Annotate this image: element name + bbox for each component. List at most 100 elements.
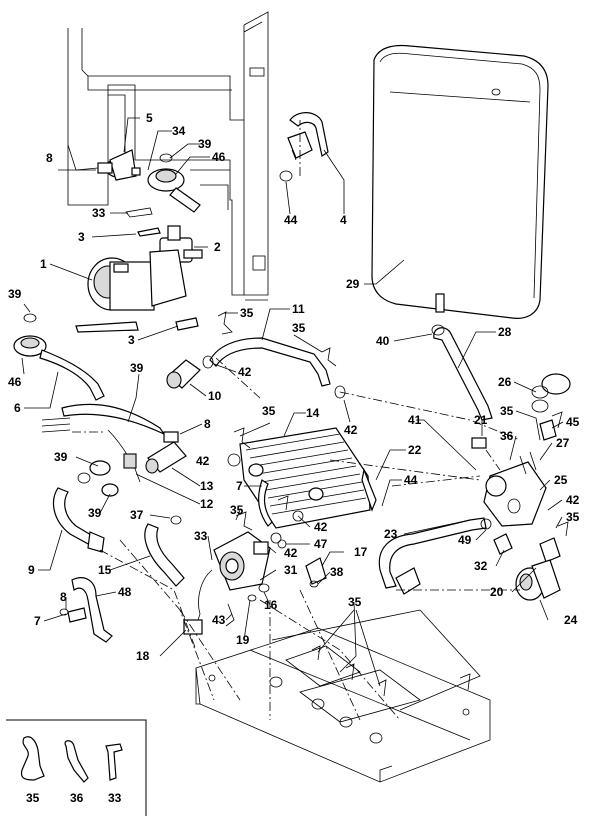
callout-46-top: 46 [212,150,226,164]
part-39-left-c [77,472,91,484]
callout-37: 37 [130,508,144,522]
pipe-48 [71,577,113,643]
pipe-4 [279,112,329,182]
clip-35-b [321,347,337,367]
callout-39-cable: 39 [130,361,144,375]
callout-42-d: 42 [314,520,328,534]
callout-11: 11 [292,302,305,316]
clip-36-legend-icon [64,740,89,783]
clip-legend: 35 36 33 [6,719,147,816]
callout-35-b: 35 [292,321,306,335]
part-26 [531,373,571,413]
part-39-left-a [89,460,111,476]
pipe-28 [433,327,493,421]
callout-2: 2 [214,240,221,254]
clip-35-exch-c [277,495,289,511]
legend-label-35: 35 [26,791,40,805]
part-46-lower [13,313,47,357]
callout-24: 24 [564,613,578,627]
callout-39-e: 39 [88,506,102,520]
callout-6: 6 [14,401,21,415]
callout-17: 17 [354,545,368,559]
clip-35-base-b [345,663,355,681]
oring-49 [480,518,492,530]
callout-35-base: 35 [348,595,362,609]
callout-42-a: 42 [238,365,252,379]
callout-14: 14 [306,406,320,420]
oring-42-right [334,385,346,399]
callout-39-left-top: 39 [8,287,22,301]
legend-label-36: 36 [70,791,84,805]
callout-12: 12 [200,497,214,511]
part-17 [305,557,327,585]
callout-22: 22 [408,443,422,457]
callout-35-d: 35 [230,503,244,517]
pipe-11 [209,337,331,387]
callout-8-low: 8 [60,590,67,604]
pipe-22 [361,467,377,512]
callout-labels: 5 34 39 46 8 33 3 2 1 39 46 6 3 35 11 35… [8,111,580,663]
callout-48: 48 [118,585,132,599]
clip-35-base-c [377,679,387,697]
part-32 [493,533,513,555]
part-13 [145,441,187,474]
callout-42-e: 42 [284,546,298,560]
callout-13: 13 [200,479,214,493]
callout-47: 47 [314,537,328,551]
callout-35-right: 35 [500,404,514,418]
callout-42-c: 42 [196,454,210,468]
part-12-connector [123,453,137,469]
callout-16: 16 [264,598,278,612]
part-1-pump [87,249,187,311]
callout-8-top: 8 [46,151,53,165]
callout-4: 4 [340,213,347,227]
clip-35-base-d [459,673,471,691]
oring-42-exch [227,453,241,467]
callout-10: 10 [208,389,222,403]
expansion-vessel-29 [371,44,549,319]
boiler-frame [67,11,269,301]
part-46-upper [147,153,201,213]
callout-25: 25 [554,473,568,487]
callout-42-b: 42 [344,423,358,437]
callout-31: 31 [284,563,298,577]
clip-3-upper [137,227,161,237]
oring-42-exch-b [292,510,304,522]
callout-33-top: 33 [92,206,106,220]
callout-34: 34 [172,124,186,138]
callout-40: 40 [376,334,390,348]
heat-exchanger-14 [239,427,371,529]
clip-35-base-a [311,645,321,661]
callout-44-mid: 44 [404,473,418,487]
oring-42-mid [270,532,282,544]
clip-33-upper [125,207,153,218]
callout-18: 18 [136,649,150,663]
oring-40 [431,324,445,336]
callout-35-a: 35 [240,306,254,320]
callout-5: 5 [146,111,153,125]
clip-35-right-a [551,411,563,429]
callout-46-left: 46 [8,375,22,389]
callout-43: 43 [212,613,226,627]
callout-7-low: 7 [34,614,41,628]
callout-1: 1 [40,257,47,271]
cable-loop [197,569,213,621]
callout-45: 45 [566,415,580,429]
pipe-23 [378,517,487,589]
clip-35-right-b [557,521,569,537]
callout-35-right-b: 35 [566,510,580,524]
callout-20: 20 [490,585,504,599]
callout-38: 38 [330,565,344,579]
callout-19: 19 [236,633,250,647]
valve-cluster-25 [471,419,557,527]
clip-35-exch-b [235,511,253,531]
callout-42-right: 42 [566,493,580,507]
callout-26: 26 [498,375,512,389]
callout-8-mid: 8 [204,417,211,431]
diverter-valve [213,531,271,602]
bolt-3-lower [75,321,139,333]
base-plate [195,609,491,783]
pipe-15 [144,523,185,587]
callout-23: 23 [384,527,398,541]
